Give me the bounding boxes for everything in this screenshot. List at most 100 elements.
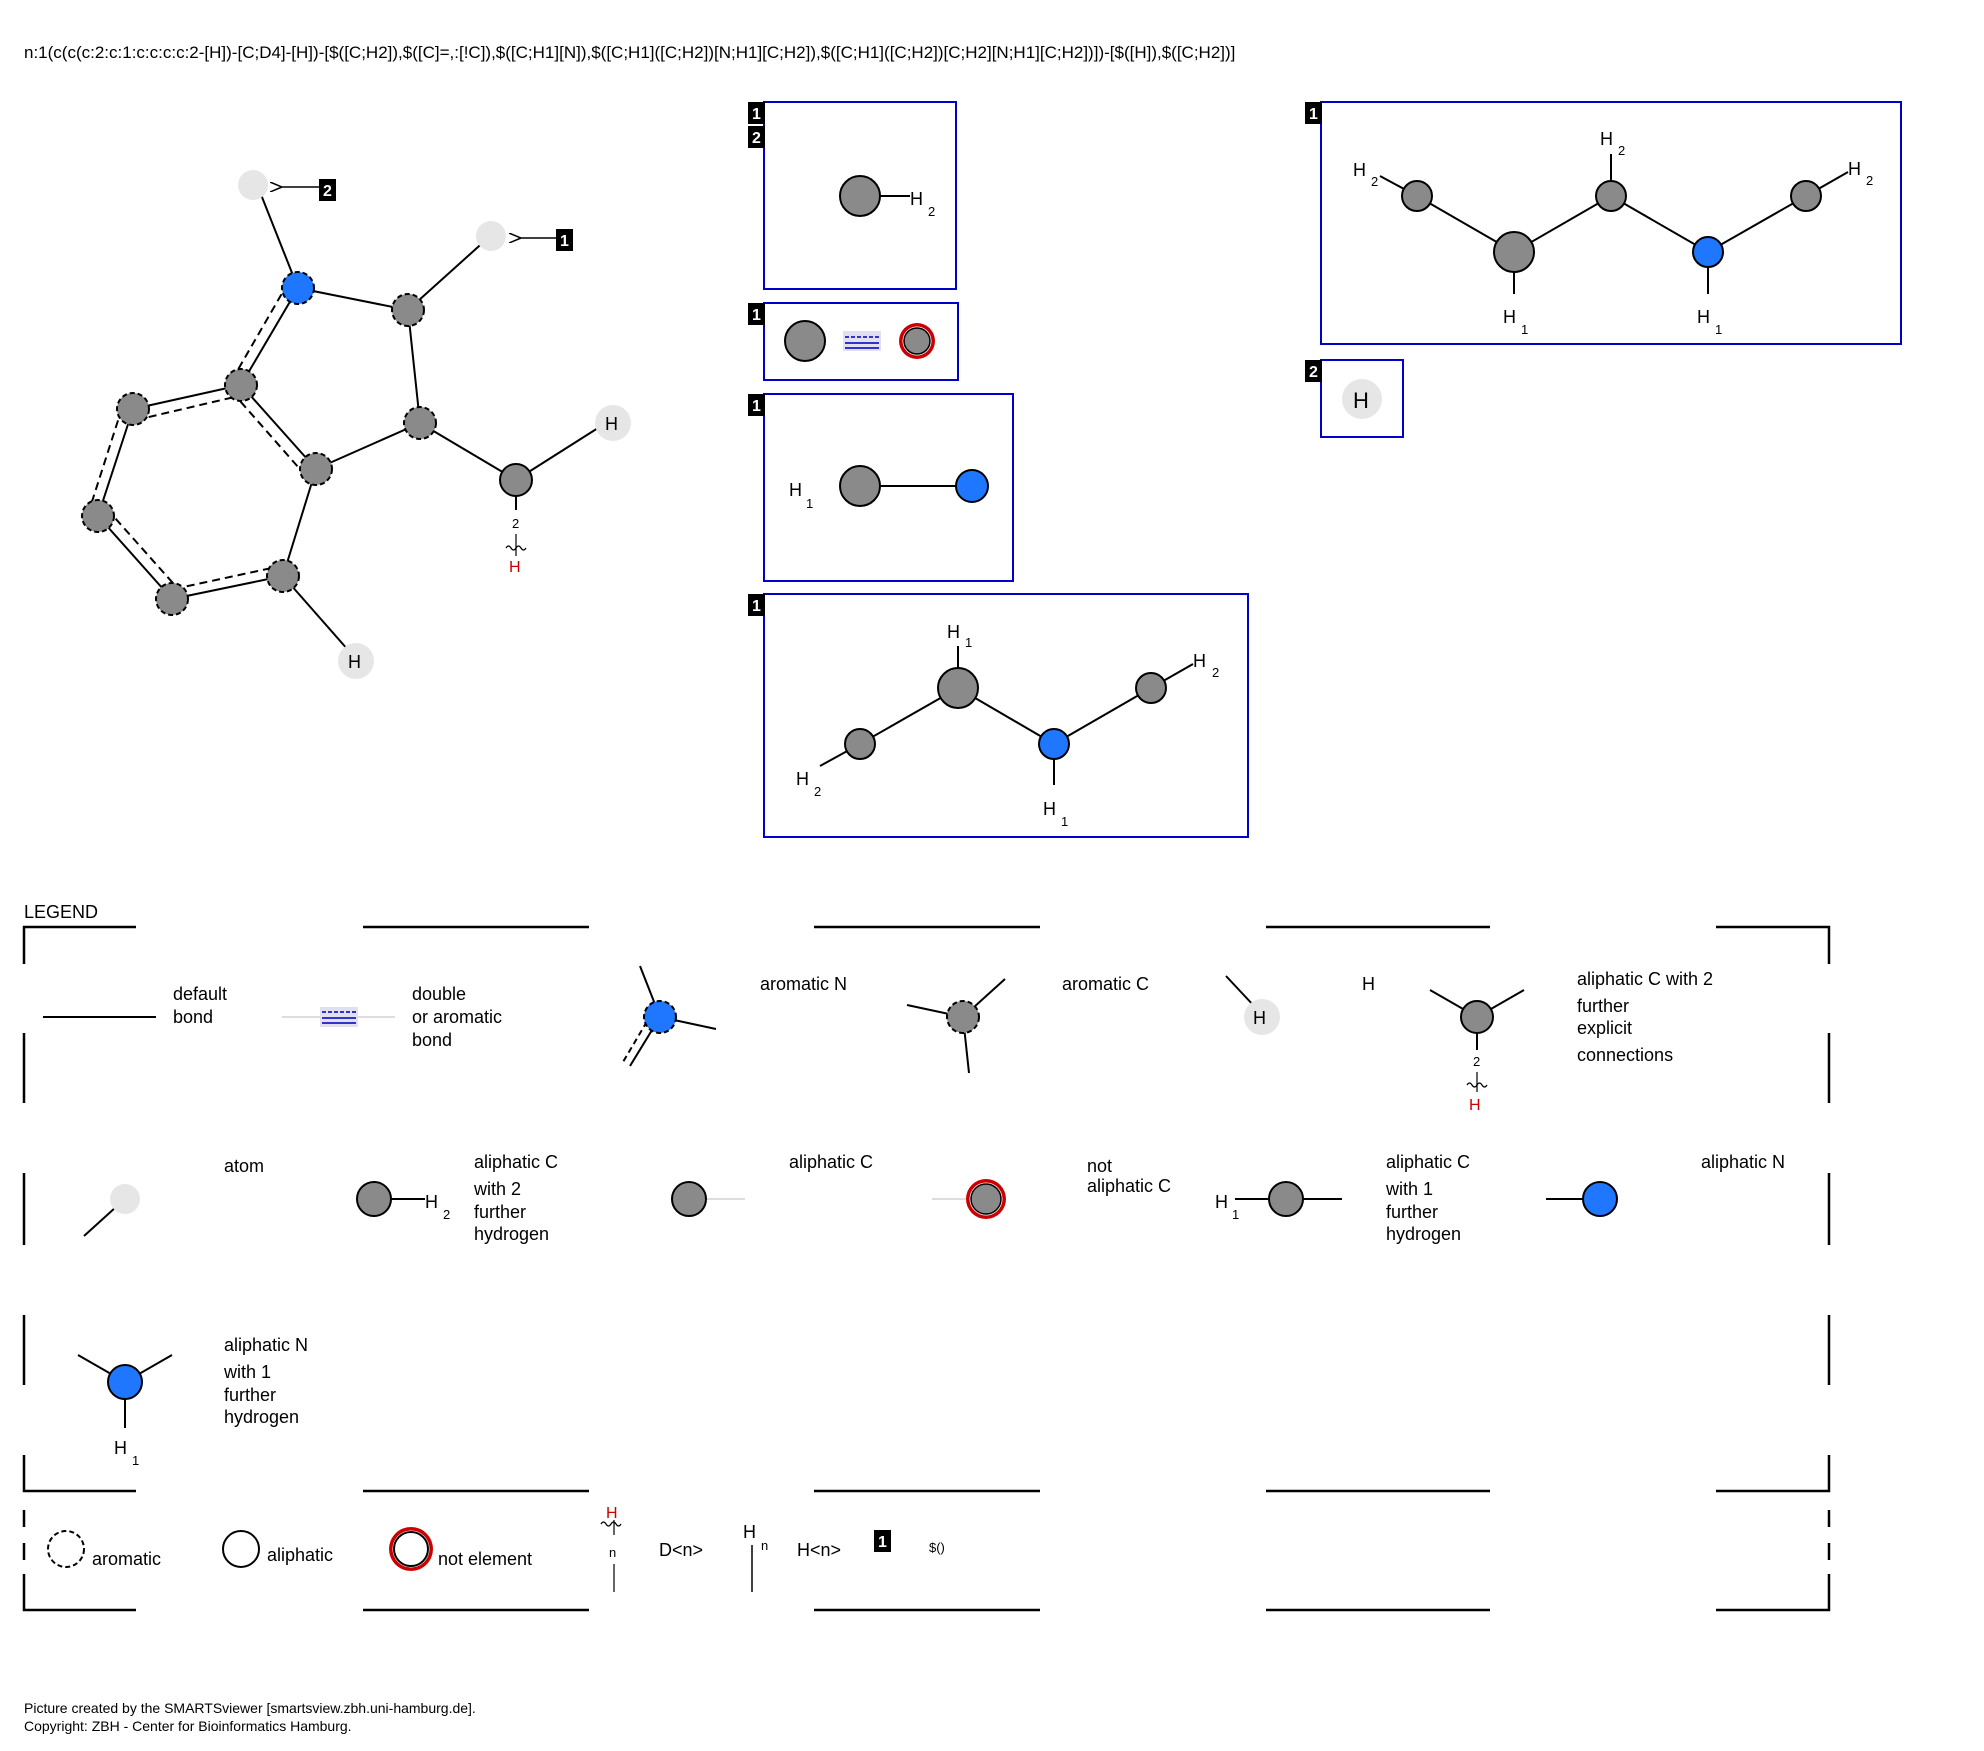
- svg-text:double: double: [412, 984, 466, 1004]
- aromatic-c-atom: [391, 293, 425, 327]
- aromatic-c-atom: [299, 452, 333, 486]
- legend-aliphatic-n: aliphatic N: [1546, 1152, 1785, 1217]
- legend-default-bond: default bond: [43, 984, 227, 1027]
- group-ch1-nh1-chain: 1 H 1 H 2 H 2 H 1: [748, 593, 1249, 838]
- aromatic-c-atom: [155, 582, 189, 616]
- degree-hydrogen: H: [509, 559, 521, 576]
- group-ch1-ch2-nh1-chain: 1 H 2 H 2 H 2 H 1 H 1: [1305, 101, 1902, 345]
- svg-text:2: 2: [1866, 173, 1873, 188]
- svg-text:H: H: [743, 1522, 756, 1542]
- svg-text:H: H: [1362, 974, 1375, 994]
- svg-text:H: H: [789, 480, 802, 500]
- svg-text:H: H: [1043, 799, 1056, 819]
- legend-not-element-style: not element: [389, 1527, 532, 1571]
- aromatic-c-atom: [224, 368, 258, 402]
- legend-aliphatic-c-h1: H 1 aliphatic C with 1 further hydrogen: [1215, 1152, 1470, 1244]
- hydrogen-label: H: [348, 652, 361, 672]
- svg-text:aliphatic: aliphatic: [267, 1545, 333, 1565]
- svg-text:2: 2: [1212, 665, 1219, 680]
- svg-text:2: 2: [752, 130, 761, 147]
- svg-text:H: H: [425, 1192, 438, 1212]
- svg-text:H<n>: H<n>: [797, 1540, 841, 1560]
- svg-text:2: 2: [443, 1207, 450, 1222]
- svg-text:2: 2: [1473, 1054, 1480, 1069]
- recursive-atom-1: [476, 221, 506, 251]
- legend-atom: atom: [83, 1156, 264, 1237]
- legend-degree: H n D<n>: [600, 1505, 703, 1592]
- group-ch2: 1 2 H 2: [748, 101, 957, 290]
- svg-text:1: 1: [1061, 814, 1068, 829]
- svg-text:1: 1: [965, 635, 972, 650]
- svg-text:aromatic N: aromatic N: [760, 974, 847, 994]
- main-molecule: [87, 186, 599, 660]
- svg-text:1: 1: [752, 106, 761, 123]
- svg-text:2: 2: [928, 204, 935, 219]
- svg-text:aliphatic N: aliphatic N: [224, 1335, 308, 1355]
- svg-text:1: 1: [752, 307, 761, 324]
- legend-aliphatic-c: aliphatic C: [671, 1152, 873, 1217]
- svg-text:further: further: [224, 1385, 276, 1405]
- aromatic-c-atom: [266, 559, 300, 593]
- hydrogen-label: H: [605, 414, 618, 434]
- tag-1: [556, 229, 573, 251]
- svg-text:not: not: [1087, 1156, 1112, 1176]
- svg-text:aliphatic C: aliphatic C: [1386, 1152, 1470, 1172]
- svg-text:H: H: [947, 622, 960, 642]
- svg-text:1: 1: [560, 233, 569, 250]
- svg-text:2: 2: [1309, 364, 1318, 381]
- svg-text:H: H: [796, 769, 809, 789]
- legend-hcount: H n H<n>: [743, 1522, 841, 1592]
- main-atoms: [81, 170, 631, 679]
- aliphatic-c-atom: [784, 320, 826, 362]
- svg-text:H: H: [114, 1438, 127, 1458]
- smarts-string: n:1(c(c(c:2:c:1:c:c:c:c:2-[H])-[C;D4]-[H…: [24, 43, 1235, 62]
- svg-text:H: H: [1353, 160, 1366, 180]
- svg-text:atom: atom: [224, 1156, 264, 1176]
- svg-text:1: 1: [1232, 1207, 1239, 1222]
- svg-text:H: H: [1469, 1097, 1481, 1114]
- svg-text:2: 2: [1371, 174, 1378, 189]
- svg-text:n: n: [761, 1538, 768, 1553]
- footer-credit: Picture created by the SMARTSviewer [sma…: [24, 1700, 476, 1716]
- aromatic-n-atom: [281, 271, 315, 305]
- legend-double-bond: double or aromatic bond: [282, 984, 502, 1050]
- svg-text:1: 1: [1309, 106, 1318, 123]
- svg-text:with 2: with 2: [473, 1179, 521, 1199]
- svg-text:further: further: [1577, 996, 1629, 1016]
- svg-text:with 1: with 1: [223, 1362, 271, 1382]
- legend-aliphatic-style: aliphatic: [222, 1530, 333, 1568]
- group-double-bond: 1: [748, 302, 959, 381]
- svg-text:1: 1: [752, 398, 761, 415]
- svg-text:1: 1: [1715, 322, 1722, 337]
- recursive-atom-2: [238, 170, 268, 200]
- svg-text:1: 1: [132, 1453, 139, 1468]
- legend-hydrogen: H H: [1225, 974, 1375, 1035]
- svg-text:with 1: with 1: [1385, 1179, 1433, 1199]
- svg-text:bond: bond: [173, 1007, 213, 1027]
- degree-count: 2: [512, 516, 519, 531]
- aliphatic-c-atom: [499, 463, 533, 497]
- aliphatic-c-atom: [839, 465, 881, 507]
- footer-copyright: Copyright: ZBH - Center for Bioinformati…: [24, 1718, 352, 1734]
- legend-not-aliphatic-c: not aliphatic C: [932, 1156, 1171, 1219]
- svg-text:aliphatic C: aliphatic C: [789, 1152, 873, 1172]
- aliphatic-c-atom: [839, 175, 881, 217]
- aliphatic-n-atom: [955, 469, 989, 503]
- svg-text:aromatic: aromatic: [92, 1549, 161, 1569]
- aromatic-c-atom: [116, 392, 150, 426]
- svg-text:hydrogen: hydrogen: [474, 1224, 549, 1244]
- legend-aromatic-n: aromatic N: [622, 965, 847, 1067]
- svg-text:aliphatic C: aliphatic C: [474, 1152, 558, 1172]
- aromatic-c-atom: [81, 499, 115, 533]
- legend-frame: [22, 925, 1831, 1612]
- svg-text:aliphatic C: aliphatic C: [1087, 1176, 1171, 1196]
- svg-text:1: 1: [752, 598, 761, 615]
- svg-text:1: 1: [878, 1534, 887, 1551]
- not-aliphatic-c-atom: [903, 327, 931, 355]
- svg-text:hydrogen: hydrogen: [1386, 1224, 1461, 1244]
- hydrogen-atom: [338, 643, 374, 679]
- svg-text:H: H: [1848, 159, 1861, 179]
- svg-text:H: H: [1253, 1008, 1266, 1028]
- svg-text:aliphatic N: aliphatic N: [1701, 1152, 1785, 1172]
